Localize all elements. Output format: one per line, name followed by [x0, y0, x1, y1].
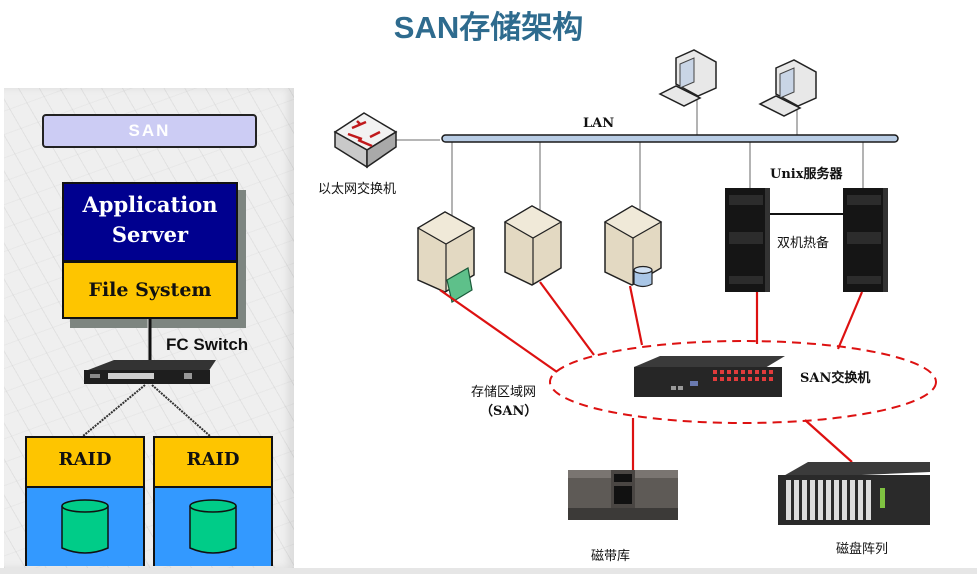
lan-links	[395, 100, 864, 222]
fc-switch-icon	[634, 356, 785, 397]
rack-server-icon	[725, 188, 770, 292]
desktop-computer-icon	[658, 49, 717, 107]
rack-server-icon	[843, 188, 888, 292]
lan-bus	[441, 134, 899, 143]
file-system-box: File System	[62, 261, 238, 319]
san-links	[439, 281, 864, 470]
switch-to-raid2-link	[151, 384, 211, 437]
disk-cylinder-icon	[189, 499, 237, 554]
san-boundary-ellipse	[549, 340, 937, 424]
application-server-line2: Server	[111, 222, 189, 247]
unix-servers-label: Unix服务器	[770, 167, 843, 182]
disk-array-icon	[778, 462, 930, 525]
raid-label: RAID	[27, 438, 143, 488]
bottom-border	[0, 568, 977, 574]
tower-server-database-icon	[603, 205, 663, 288]
tape-library-icon	[568, 470, 678, 520]
fc-switch-icon	[84, 360, 216, 384]
desktop-computer-icon	[758, 59, 817, 117]
raid-unit-1: RAID	[25, 436, 145, 566]
application-server-line1: Application	[82, 192, 218, 217]
tape-library-label: 磁带库	[591, 549, 631, 564]
fc-switch-label: FC Switch	[166, 335, 249, 354]
lan-label: LAN	[583, 116, 615, 131]
san-layer-label: SAN	[42, 114, 257, 148]
tower-server-icon	[503, 205, 563, 286]
switch-to-raid1-link	[82, 384, 146, 437]
ethernet-switch-label: 以太网交换机	[318, 182, 397, 197]
tower-server-money-icon	[416, 211, 476, 303]
san-network-label-line1: 存储区域网	[471, 385, 537, 400]
disk-cylinder-icon	[61, 499, 109, 554]
hot-standby-label: 双机热备	[777, 236, 830, 251]
disk-array-label: 磁盘阵列	[836, 542, 889, 557]
raid-label: RAID	[155, 438, 271, 488]
san-network-label-line2: （SAN）	[480, 404, 538, 419]
san-switch-label: SAN交换机	[800, 371, 871, 386]
network-switch-icon	[333, 112, 398, 169]
page-title: SAN存储架构	[393, 10, 584, 45]
application-server-box: Application Server	[62, 182, 238, 262]
raid-unit-2: RAID	[153, 436, 273, 566]
